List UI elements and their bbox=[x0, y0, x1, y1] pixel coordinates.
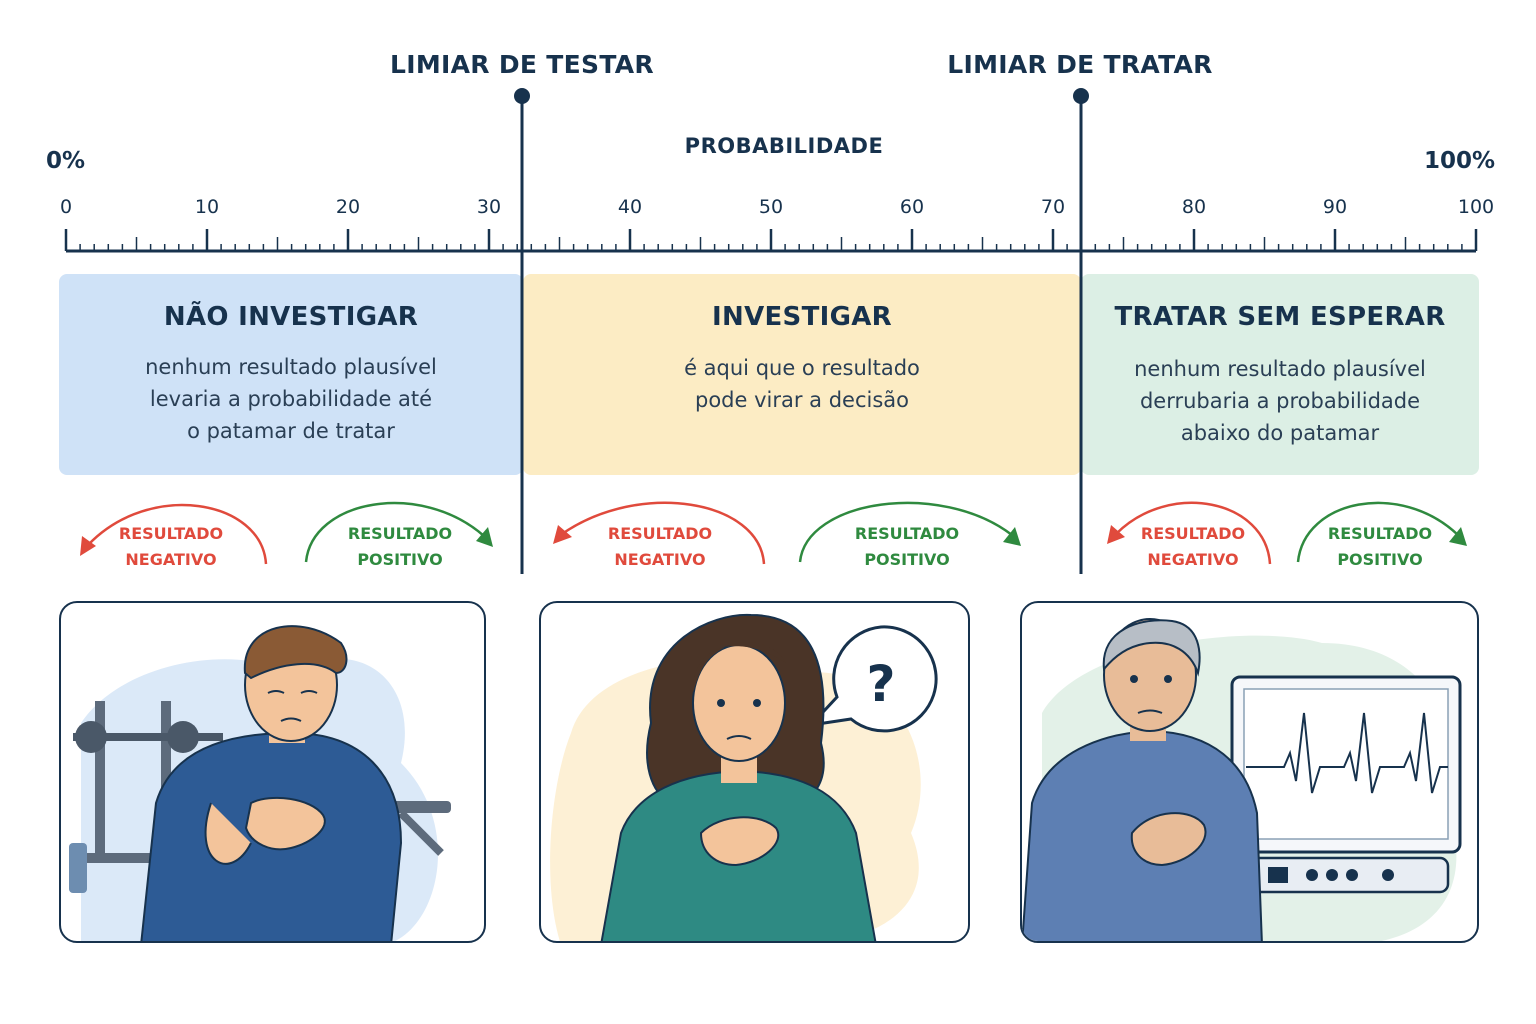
older-man-illustration bbox=[1022, 618, 1462, 941]
zone-title: INVESTIGAR bbox=[712, 302, 892, 332]
tick-label: 20 bbox=[335, 196, 361, 218]
woman-illustration: ? bbox=[550, 613, 938, 941]
hundred-percent-label: 100% bbox=[1424, 148, 1496, 174]
older-man-ecg-panel bbox=[1020, 601, 1479, 943]
negative-arrow-icon bbox=[1115, 501, 1272, 565]
negative-result-label: RESULTADO NEGATIVO bbox=[607, 524, 713, 569]
treat-threshold-dot bbox=[1073, 88, 1089, 104]
positive-arrow-icon bbox=[304, 501, 485, 563]
treat-threshold-label: LIMIAR DE TRATAR bbox=[947, 50, 1213, 79]
positive-result-label: RESULTADO POSITIVO bbox=[1327, 524, 1433, 569]
zone-title: TRATAR SEM ESPERAR bbox=[1114, 302, 1446, 332]
negative-arrow-icon bbox=[87, 503, 268, 565]
tick-label: 80 bbox=[1181, 196, 1207, 218]
zone-description: nenhum resultado plausível derrubaria a … bbox=[1134, 357, 1426, 445]
young-man-gym-panel bbox=[59, 601, 486, 943]
negative-result-label: RESULTADO NEGATIVO bbox=[1140, 524, 1246, 569]
probability-axis-title: PROBABILIDADE bbox=[684, 134, 884, 158]
zone-no-investigate: NÃO INVESTIGAR nenhum resultado plausíve… bbox=[59, 274, 523, 475]
negative-result-label: RESULTADO NEGATIVO bbox=[118, 524, 224, 569]
positive-arrow-icon bbox=[1296, 501, 1459, 563]
zero-percent-label: 0% bbox=[46, 148, 86, 174]
negative-arrowhead-icon bbox=[553, 525, 572, 544]
positive-arrowhead-icon bbox=[1449, 527, 1467, 546]
probability-ruler bbox=[64, 88, 1478, 574]
tick-label: 60 bbox=[899, 196, 925, 218]
tick-label: 90 bbox=[1322, 196, 1348, 218]
positive-arrow-icon bbox=[798, 501, 1013, 563]
zone-title: NÃO INVESTIGAR bbox=[163, 302, 419, 332]
tick-label: 40 bbox=[617, 196, 643, 218]
zone-description: é aqui que o resultado pode virar a deci… bbox=[684, 356, 920, 412]
positive-arrowhead-icon bbox=[1003, 527, 1021, 546]
negative-arrow-icon bbox=[561, 501, 766, 565]
test-threshold-label: LIMIAR DE TESTAR bbox=[390, 50, 654, 79]
woman-question-panel: ? bbox=[539, 601, 970, 943]
ruler-ticks bbox=[64, 229, 1478, 251]
negative-arrowhead-icon bbox=[1107, 525, 1125, 544]
question-mark-icon: ? bbox=[866, 655, 895, 713]
young-man-illustration bbox=[69, 625, 451, 941]
tick-label: 100 bbox=[1457, 196, 1495, 218]
tick-label: 10 bbox=[194, 196, 220, 218]
zone-treat-now: TRATAR SEM ESPERAR nenhum resultado plau… bbox=[1081, 274, 1479, 475]
positive-result-label: RESULTADO POSITIVO bbox=[854, 524, 960, 569]
test-threshold-dot bbox=[514, 88, 530, 104]
tick-label: 30 bbox=[476, 196, 502, 218]
tick-label: 50 bbox=[758, 196, 784, 218]
tick-label: 70 bbox=[1040, 196, 1066, 218]
positive-arrowhead-icon bbox=[476, 527, 493, 547]
tick-label: 0 bbox=[59, 196, 73, 218]
zone-description: nenhum resultado plausível levaria a pro… bbox=[145, 355, 437, 443]
zone-investigate: INVESTIGAR é aqui que o resultado pode v… bbox=[523, 274, 1081, 475]
ecg-wave-icon bbox=[1246, 712, 1448, 794]
positive-result-label: RESULTADO POSITIVO bbox=[347, 524, 453, 569]
negative-arrowhead-icon bbox=[80, 536, 96, 556]
